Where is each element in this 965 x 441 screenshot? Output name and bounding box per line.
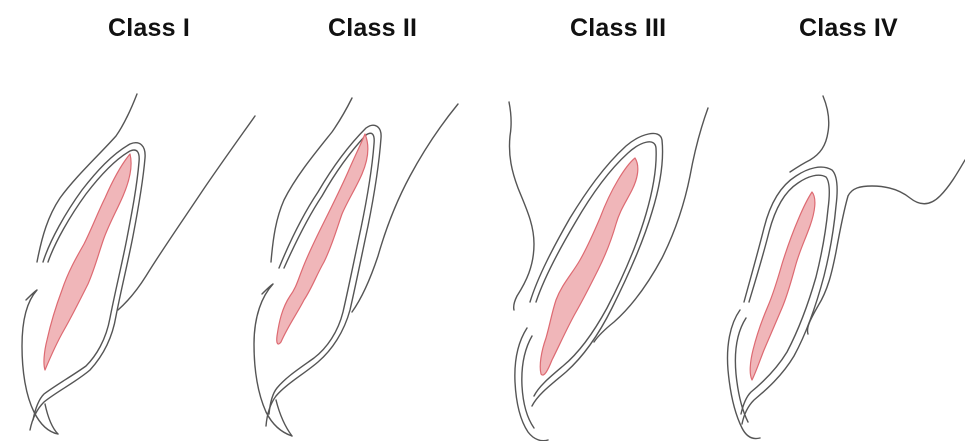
class-2-bone-left-contour [271,98,352,262]
class-4-root-inner [735,318,748,422]
class-3-tooth [509,102,708,441]
class-1-root-outline [22,290,58,434]
class-1-tooth [22,94,255,434]
class-4-bone-upper-contour [790,96,829,172]
class-2-root-apex [276,400,292,436]
class-1-pulp [44,154,131,370]
class-3-bone-left-contour [509,102,534,310]
class-4-bone-right-contour [807,160,965,334]
class-2-bone-right-contour [352,104,458,312]
class-3-root-inner [522,336,534,428]
class-4-tooth [728,96,965,439]
class-3-pulp [540,158,638,375]
class-1-bone-right-contour [118,116,255,310]
class-2-tooth [254,98,458,436]
class-1-crown-outer [30,143,145,430]
class-2-pulp [277,134,368,344]
class-4-pulp [750,192,815,380]
